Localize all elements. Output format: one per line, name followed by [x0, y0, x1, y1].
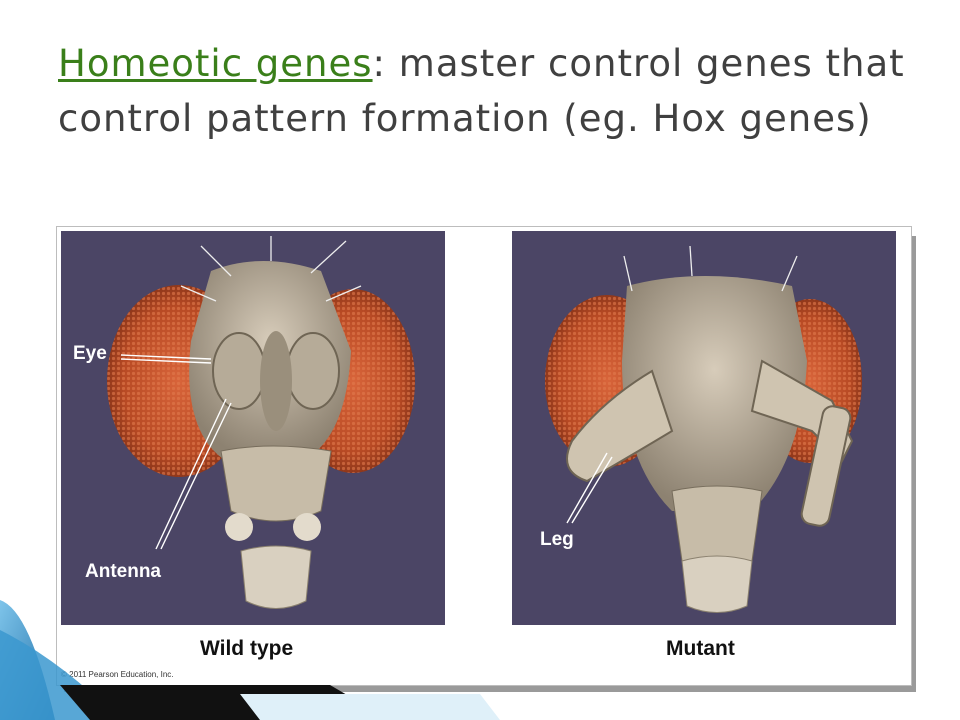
fly-figure: Eye Antenna Leg — [56, 226, 912, 686]
antenna-label: Antenna — [85, 561, 161, 582]
copyright-notice: © 2011 Pearson Education, Inc. — [61, 670, 174, 679]
mutant-fly-image — [545, 245, 862, 613]
slide-title: Homeotic genes: master control genes tha… — [58, 36, 918, 146]
wild-type-caption: Wild type — [200, 637, 294, 660]
wild-type-fly-image — [107, 236, 415, 609]
eye-label: Eye — [73, 343, 107, 364]
homeotic-genes-link[interactable]: Homeotic genes — [58, 42, 373, 85]
leg-label: Leg — [540, 529, 574, 550]
mutant-panel: Leg — [512, 231, 896, 625]
slide-decoration-swoosh — [0, 600, 500, 720]
wild-type-panel: Eye Antenna — [61, 231, 445, 625]
mutant-caption: Mutant — [666, 637, 735, 660]
slide-title-rest: : master control genes that control patt… — [58, 42, 905, 140]
